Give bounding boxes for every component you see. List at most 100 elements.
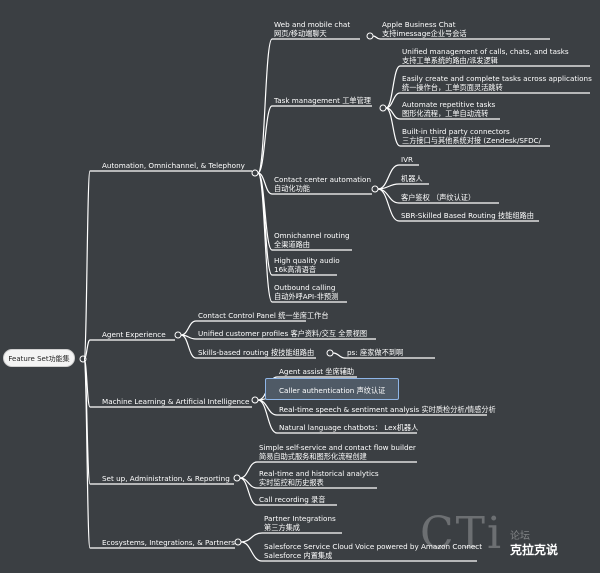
branch-0-child-2-leaf-3[interactable]: SBR-Skilled Based Routing 技能组路由 — [401, 211, 534, 220]
branch-0-child-1[interactable]: Task management 工单管理 — [274, 96, 371, 105]
branch-4-child-1-curve — [240, 541, 263, 562]
branch-2-knob[interactable] — [251, 396, 259, 404]
branch-1-label-line-0: Agent Experience — [102, 330, 166, 339]
branch-0-child-5-curve — [257, 172, 273, 303]
branch-3-label-line-0: Set up, Administration, & Reporting — [102, 474, 230, 483]
branch-4-label-line-0: Ecosystems, Integrations, & Partners — [102, 538, 235, 547]
selected-node-highlight — [265, 378, 399, 400]
branch-0-child-1-leaf-3-line-0: Built-in third party connectors — [402, 127, 510, 136]
branch-4-child-0-curve — [240, 532, 263, 543]
branch-3-knob[interactable] — [233, 474, 241, 482]
branch-0-child-3-line-1: 全渠道路由 — [274, 240, 310, 249]
branch-0-child-1-leaf-1[interactable]: Easily create and complete tasks across … — [402, 74, 592, 92]
branch-0-label[interactable]: Automation, Omnichannel, & Telephony — [102, 161, 245, 170]
branch-0-child-2-leaf-1-line-0: 机器人 — [401, 174, 423, 183]
branch-0-child-2-leaf-0-curve — [377, 164, 400, 190]
branch-0-child-0-knob[interactable] — [366, 32, 374, 40]
branch-0-child-2-leaf-2-curve — [377, 188, 400, 204]
branch-0-child-0-curve — [257, 38, 273, 174]
branch-0-child-1-leaf-0-curve — [385, 65, 401, 109]
branch-0-child-4-line-0: High quality audio — [274, 256, 340, 265]
branch-1-child-2-knob[interactable] — [326, 349, 334, 357]
branch-0-child-1-knob[interactable] — [379, 104, 387, 112]
branch-2-child-3[interactable]: Natural language chatbots： Lex机器人 — [279, 423, 418, 432]
branch-1-child-2-leaf-0[interactable]: ps: 座家做不到啊 — [347, 348, 403, 357]
branch-4-knob[interactable] — [234, 538, 242, 546]
branch-4-child-1[interactable]: Salesforce Service Cloud Voice powered b… — [264, 542, 482, 560]
branch-1-child-0[interactable]: Contact Control Panel 统一坐席工作台 — [198, 311, 329, 320]
branch-0-curve — [83, 170, 91, 360]
branch-1-child-0-curve — [180, 320, 197, 336]
branch-0-child-2-leaf-2[interactable]: 客户鉴权 （声纹认证） — [401, 193, 475, 202]
branch-1-child-2[interactable]: Skills-based routing 按技能组路由 — [198, 348, 314, 357]
branch-4-curve — [83, 358, 91, 549]
branch-1-curve — [83, 339, 91, 360]
branch-0-child-2-line-0: Contact center automation — [274, 175, 372, 184]
branch-4-child-1-line-1: Salesforce 内置集成 — [264, 551, 333, 560]
branch-0-child-2-leaf-0[interactable]: IVR — [401, 155, 413, 164]
branch-3-child-2-line-0: Call recording 录音 — [259, 495, 326, 504]
branch-0-child-1-leaf-1-line-0: Easily create and complete tasks across … — [402, 74, 592, 83]
branch-4-label[interactable]: Ecosystems, Integrations, & Partners — [102, 538, 235, 547]
root-node[interactable]: Feature Set功能集 — [3, 349, 75, 367]
branch-1-child-2-leaf-0-curve — [332, 352, 346, 359]
branch-0-child-2-leaf-1[interactable]: 机器人 — [401, 174, 423, 183]
branch-3-child-0[interactable]: Simple self-service and contact flow bui… — [259, 443, 416, 461]
branch-0-child-5-line-0: Outbound calling — [274, 283, 336, 292]
branch-0-child-3-line-0: Omnichannel routing — [274, 231, 350, 240]
branch-0-child-4-line-1: 16k高清语音 — [274, 265, 317, 274]
branch-4-child-0-line-0: Partner Integrations — [264, 514, 336, 523]
branch-0-child-4-curve — [257, 172, 273, 276]
branch-0-child-0-leaf-0-curve — [372, 35, 381, 40]
branch-0-child-1-line-0: Task management 工单管理 — [274, 96, 371, 105]
branch-0-child-2-leaf-1-curve — [377, 183, 400, 190]
branch-0-knob[interactable] — [251, 169, 259, 177]
branch-1-child-1[interactable]: Unified customer profiles 客户资料/交互 全景视图 — [198, 329, 367, 338]
branch-0-child-1-leaf-1-curve — [385, 92, 401, 109]
branch-0-child-1-leaf-2-line-1: 图形化流程，工单自动流转 — [402, 109, 489, 118]
branch-2-child-2[interactable]: Real-time speech & sentiment analysis 实时… — [279, 405, 496, 414]
branch-1-child-0-line-0: Contact Control Panel 统一坐席工作台 — [198, 311, 329, 320]
branch-4-child-1-line-0: Salesforce Service Cloud Voice powered b… — [264, 542, 483, 551]
branch-0-child-0-line-0: Web and mobile chat — [274, 20, 351, 29]
branch-0-child-1-leaf-0[interactable]: Unified management of calls, chats, and … — [402, 47, 569, 65]
branch-2-child-0[interactable]: Agent assist 坐席辅助 — [279, 367, 354, 376]
branch-2-label-line-0: Machine Learning & Artificial Intelligen… — [102, 397, 250, 406]
branch-1-label[interactable]: Agent Experience — [102, 330, 166, 339]
branch-0-child-0-leaf-0-line-1: 支持imessage企业号会话 — [382, 29, 467, 38]
branch-3-child-0-curve — [239, 461, 258, 479]
branch-3-child-2[interactable]: Call recording 录音 — [259, 495, 325, 504]
branch-0-child-5-line-1: 自动外呼API-非预测 — [274, 292, 339, 301]
branch-0-child-0-line-1: 网页/移动端聊天 — [274, 29, 327, 38]
branch-1-child-2-curve — [180, 334, 197, 359]
branch-2-label[interactable]: Machine Learning & Artificial Intelligen… — [102, 397, 249, 406]
branch-1-knob[interactable] — [174, 331, 182, 339]
branch-0-child-1-leaf-3-curve — [385, 107, 401, 147]
branch-0-child-1-leaf-0-line-1: 支持工单系统的路由/派发逻辑 — [402, 56, 498, 65]
branch-0-child-1-leaf-1-line-1: 统一操作台，工单页面灵活跳转 — [402, 83, 503, 92]
branch-0-child-2-line-1: 自动化功能 — [274, 184, 310, 193]
branch-2-child-1[interactable]: Caller authentication 声纹认证 — [279, 386, 385, 395]
branch-0-child-1-curve — [257, 105, 273, 174]
branch-0-child-2-leaf-0-line-0: IVR — [401, 155, 414, 164]
branch-0-child-2-knob[interactable] — [371, 185, 379, 193]
branch-3-label[interactable]: Set up, Administration, & Reporting — [102, 474, 230, 483]
branch-0-child-1-leaf-3-line-1: 三方接口与其他系统对接 (Zendesk/SFDC/ — [402, 136, 542, 145]
branch-3-child-1-line-1: 实时监控和历史报表 — [259, 478, 324, 487]
branch-1-child-1-line-0: Unified customer profiles 客户资料/交互 全景视图 — [198, 329, 368, 338]
watermark-line2: 克拉克说 — [510, 543, 559, 557]
branch-3-child-0-line-0: Simple self-service and contact flow bui… — [259, 443, 416, 452]
branch-3-child-2-curve — [239, 477, 258, 506]
branch-0-child-1-leaf-2-line-0: Automate repetitive tasks — [402, 100, 496, 109]
